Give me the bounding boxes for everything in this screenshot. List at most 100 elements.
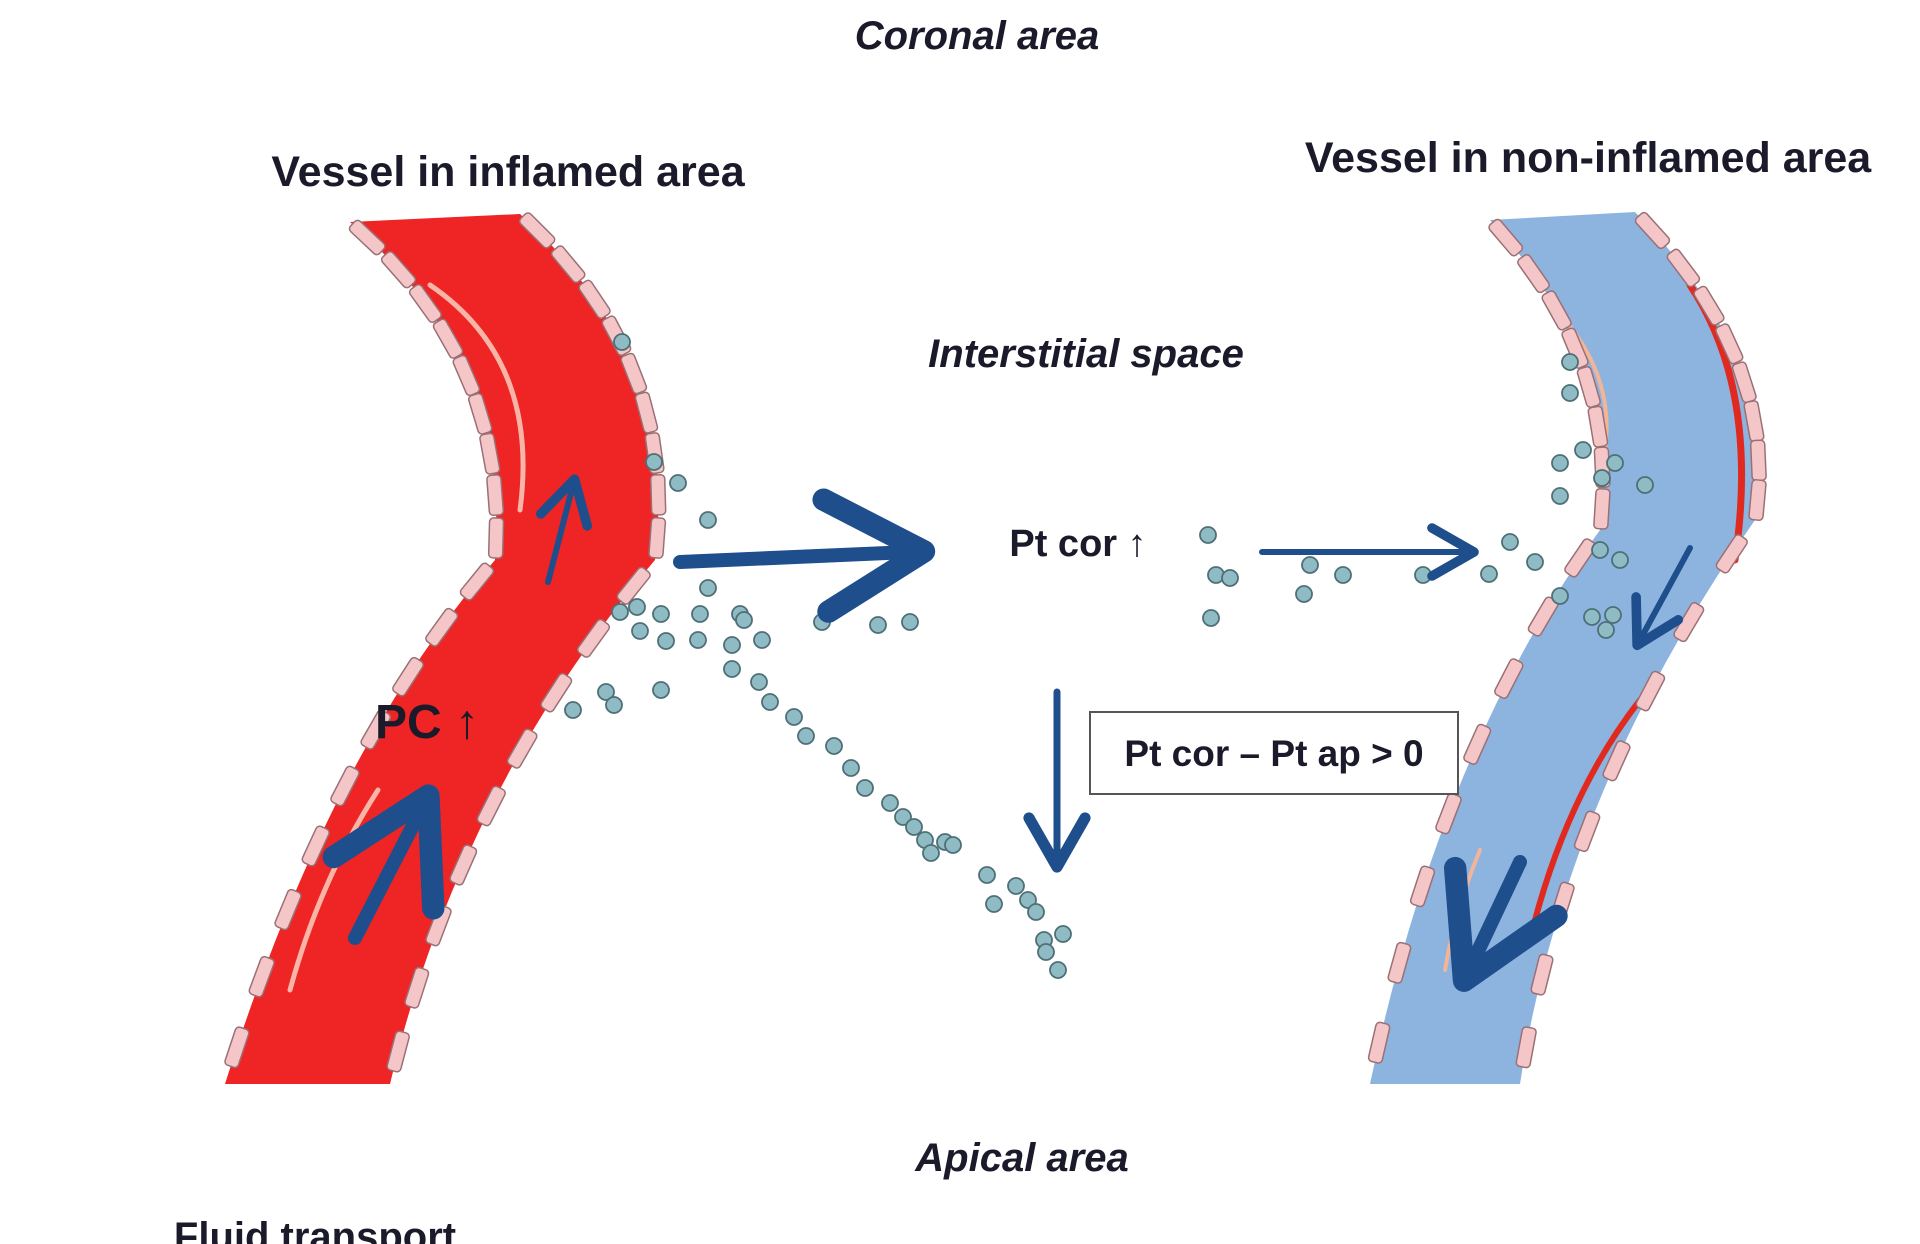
inflamed-wall-cell-16 <box>248 955 275 998</box>
fluid-particle-46 <box>1049 961 1067 979</box>
fluid-particle-40 <box>1007 877 1025 895</box>
inflamed-wall-cell-31 <box>476 785 506 827</box>
fluid-particle-30 <box>856 779 874 797</box>
fluid-particle-57 <box>1526 553 1544 571</box>
fluid-particle-10 <box>735 611 753 629</box>
fluid-particle-3 <box>645 453 663 471</box>
inflamed-wall-cell-20 <box>578 279 611 319</box>
inflamed-wall-cell-32 <box>449 844 478 886</box>
fluid-particle-44 <box>1054 925 1072 943</box>
fluid-particle-49 <box>1221 569 1239 587</box>
interstitial-space-label: Interstitial space <box>928 332 1244 376</box>
non-inflamed-wall-cell-2 <box>1541 290 1572 331</box>
fluid-particle-12 <box>657 632 675 650</box>
fluid-particle-16 <box>813 613 831 631</box>
fluid-particle-1 <box>669 474 687 492</box>
inflamed-wall-cell-12 <box>360 709 392 750</box>
non-inflamed-wall-cell-27 <box>1602 740 1631 782</box>
fluid-particle-61 <box>1561 384 1579 402</box>
fluid-particle-39 <box>985 895 1003 913</box>
fluid-particle-68 <box>1591 541 1609 559</box>
fluid-particle-27 <box>797 727 815 745</box>
non-inflamed-wall-cell-24 <box>1715 534 1748 574</box>
fluid-particle-66 <box>1636 476 1654 494</box>
fluid-particle-71 <box>1597 621 1615 639</box>
non-inflamed-wall-cell-28 <box>1573 810 1601 853</box>
fluid-particle-19 <box>597 683 615 701</box>
inflamed-wall-cell-3 <box>432 318 464 359</box>
non-inflamed-wall-cell-4 <box>1576 366 1601 408</box>
inflamed-vessel <box>224 212 667 1084</box>
non-inflamed-wall-cell-13 <box>1409 865 1436 908</box>
fluid-particle-64 <box>1593 469 1611 487</box>
fluid-particle-62 <box>1551 454 1569 472</box>
non-inflamed-wall-cell-1 <box>1517 254 1550 294</box>
fluid-particle-20 <box>652 681 670 699</box>
fluid-particle-50 <box>1202 609 1220 627</box>
fluid-particle-58 <box>1551 587 1569 605</box>
non-inflamed-wall-cell-8 <box>1564 538 1597 578</box>
fluid-particle-45 <box>1037 943 1055 961</box>
non-inflamed-wall-cell-7 <box>1593 487 1611 530</box>
inflamed-wall-cell-33 <box>425 904 452 947</box>
non-inflamed-wall-cell-10 <box>1494 658 1524 699</box>
non-inflamed-wall-cell-26 <box>1635 670 1666 712</box>
fluid-particle-17 <box>869 616 887 634</box>
fluid-particle-41 <box>1019 891 1037 909</box>
fluid-particle-60 <box>1561 353 1579 371</box>
fluid-particle-5 <box>628 598 646 616</box>
fluid-particle-25 <box>761 693 779 711</box>
fluid-particle-29 <box>842 759 860 777</box>
fluid-particle-53 <box>1334 566 1352 584</box>
inflamed-wall-cell-25 <box>649 473 667 516</box>
fluid-transport-label: Fluid transport <box>174 1215 456 1244</box>
fluid-particle-22 <box>605 696 623 714</box>
flow-arrow-inflamed-lower <box>322 784 445 945</box>
inflamed-vessel-title: Vessel in inflamed area <box>271 148 745 196</box>
flow-arrow-outward-main <box>673 488 936 623</box>
fluid-particles <box>564 333 1654 979</box>
non-inflamed-wall-cell-17 <box>1666 248 1701 288</box>
inflamed-wall-cell-22 <box>620 352 648 395</box>
fluid-particle-2 <box>699 511 717 529</box>
inflamed-wall-cell-5 <box>467 392 493 435</box>
fluid-particle-4 <box>611 603 629 621</box>
fluid-particle-35 <box>922 844 940 862</box>
inflamed-wall-cell-34 <box>404 966 430 1009</box>
fluid-particle-21 <box>564 701 582 719</box>
inflamed-vessel-highlight-upper <box>427 282 526 513</box>
inflamed-wall-cell-35 <box>386 1030 410 1073</box>
fluid-particle-63 <box>1574 441 1592 459</box>
non-inflamed-wall-cell-3 <box>1561 327 1589 369</box>
fluid-particle-0 <box>613 333 631 351</box>
non-inflamed-wall-cell-31 <box>1515 1026 1537 1069</box>
non-inflamed-wall-cell-14 <box>1387 941 1412 984</box>
non-inflamed-wall-cell-19 <box>1715 323 1744 365</box>
fluid-particle-7 <box>691 605 709 623</box>
fluid-particle-33 <box>905 818 923 836</box>
fluid-particle-11 <box>631 622 649 640</box>
inflamed-wall-cell-28 <box>576 618 611 658</box>
fluid-particle-26 <box>785 708 803 726</box>
inflamed-wall-cell-11 <box>392 656 424 697</box>
pc-label: PC ↑ <box>375 696 479 749</box>
non-inflamed-wall-cell-18 <box>1693 285 1725 326</box>
non-inflamed-wall-cell-0 <box>1488 218 1524 257</box>
non-inflamed-wall-cell-11 <box>1463 723 1492 765</box>
fluid-particle-38 <box>978 866 996 884</box>
fluid-particle-6 <box>652 605 670 623</box>
inflamed-wall-cell-9 <box>459 562 495 601</box>
non-inflamed-wall-cell-16 <box>1634 211 1671 250</box>
fluid-particle-70 <box>1604 606 1622 624</box>
inflamed-wall-cell-0 <box>348 219 386 256</box>
non-inflamed-wall-cell-23 <box>1748 479 1767 521</box>
fluid-particle-14 <box>723 636 741 654</box>
fluid-particle-37 <box>944 836 962 854</box>
flow-arrow-inflamed-upper <box>535 474 593 585</box>
inflamed-wall-cell-1 <box>380 250 417 289</box>
fluid-particle-67 <box>1551 487 1569 505</box>
non-inflamed-vessel-title: Vessel in non-inflamed area <box>1305 134 1872 182</box>
fluid-particle-55 <box>1501 533 1519 551</box>
fluid-particle-47 <box>1199 526 1217 544</box>
